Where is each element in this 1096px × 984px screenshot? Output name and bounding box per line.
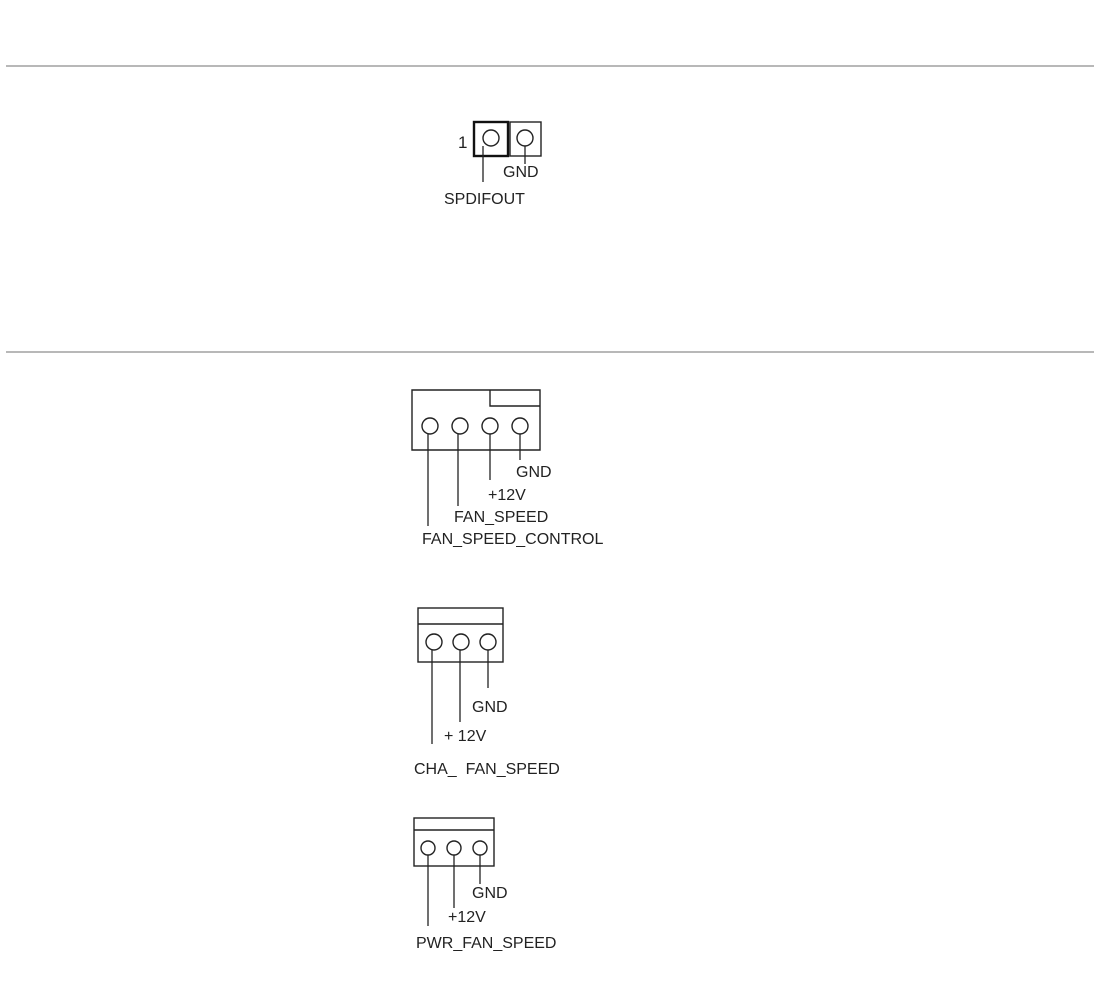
pin-1-square-pad [472, 120, 510, 158]
label-gnd: GND [472, 699, 508, 716]
pin-1-circle [420, 840, 436, 856]
pin-4-circle [511, 417, 529, 435]
label-12v: +12V [488, 487, 526, 504]
label-12v: + 12V [444, 728, 487, 745]
label-gnd: GND [503, 164, 539, 181]
pin-1-circle [425, 633, 443, 651]
pin-3-circle [472, 840, 488, 856]
pin-3-circle [481, 417, 499, 435]
chassis-fan-header-diagram: GND + 12V CHA_ FAN_SPEED [414, 607, 560, 778]
pin-1-marker: 1 [458, 133, 467, 152]
section-divider-middle [6, 351, 1094, 353]
section-divider-top [6, 65, 1094, 67]
label-gnd: GND [516, 464, 552, 481]
pin-3-circle [479, 633, 497, 651]
power-fan-header-diagram: GND +12V PWR_FAN_SPEED [413, 817, 556, 952]
cpu-fan-header-diagram: GND +12V FAN_SPEED FAN_SPEED_CONTROL [411, 389, 603, 548]
label-cha-fan-speed: CHA_ FAN_SPEED [414, 761, 560, 778]
pin-1-circle [421, 417, 439, 435]
label-fan-speed: FAN_SPEED [454, 509, 548, 526]
pin-2-circle [452, 633, 470, 651]
pin-1-circle [482, 129, 500, 147]
label-spdifout: SPDIFOUT [444, 191, 525, 208]
spdif-header-diagram: 1 GND SPDIFOUT [444, 120, 542, 208]
pin-2-circle [446, 840, 462, 856]
label-fan-speed-control: FAN_SPEED_CONTROL [422, 531, 603, 548]
label-pwr-fan-speed: PWR_FAN_SPEED [416, 935, 556, 952]
fan-housing-outline [411, 389, 541, 451]
label-gnd: GND [472, 885, 508, 902]
label-12v: +12V [448, 909, 486, 926]
pin-2-circle [516, 129, 534, 147]
pin-2-circle [451, 417, 469, 435]
